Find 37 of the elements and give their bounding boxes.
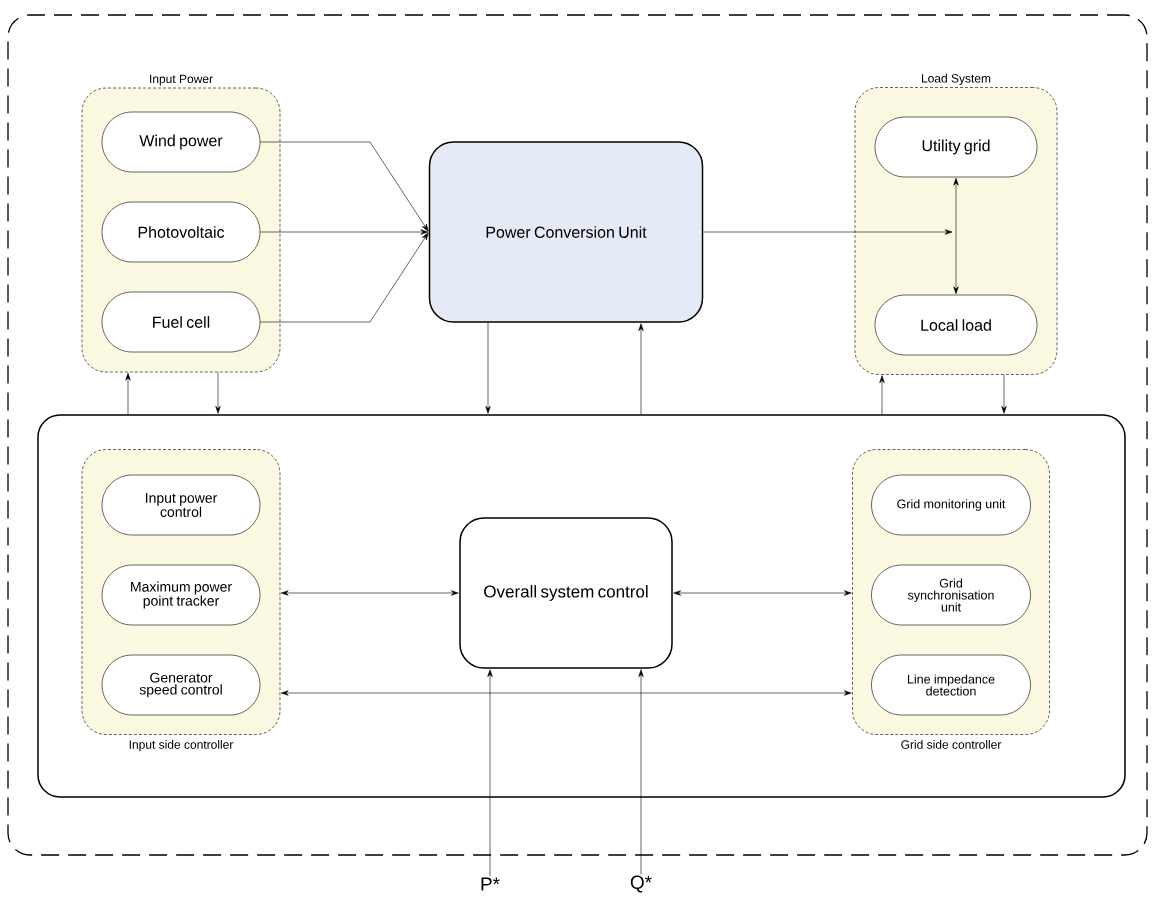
arrow (879, 375, 885, 415)
arrow (260, 232, 429, 323)
arrow (702, 229, 953, 235)
process-box: Power Conversion Unit (428, 141, 704, 323)
arrow (1001, 374, 1007, 414)
rounded-box: Wind power (101, 111, 261, 173)
arrow (280, 690, 852, 696)
rounded-box: Maximum power point tracker (101, 564, 261, 626)
rounded-box: Input power control (101, 474, 261, 536)
input-label: P* (481, 877, 500, 891)
arrow (125, 372, 131, 415)
dashed-boundary (7, 14, 1148, 856)
arrow (260, 141, 429, 232)
arrow (280, 590, 459, 596)
arrow (485, 322, 491, 414)
rounded-box: Line impedance detection (871, 654, 1031, 716)
arrow (487, 669, 493, 877)
arrow (260, 229, 429, 235)
rounded-box: Fuel cell (101, 291, 261, 353)
rounded-box: Grid monitoring unit (871, 474, 1031, 536)
group-heading: Grid side controller (901, 740, 1002, 749)
arrow (215, 372, 221, 414)
rounded-box: Grid synchronisation unit (871, 564, 1031, 626)
input-label: Q* (630, 875, 652, 893)
arrow (953, 177, 959, 295)
arrow (673, 590, 852, 596)
controller-box (37, 414, 1126, 798)
rounded-box: Utility grid (874, 116, 1038, 178)
group-heading: Load System (922, 73, 991, 85)
arrow (638, 323, 644, 415)
group-heading: Input Power (150, 74, 213, 86)
rounded-box: Local load (874, 294, 1038, 356)
group-heading: Input side controller (129, 740, 234, 752)
process-box: Overall system control (459, 517, 673, 669)
rounded-box: Photovoltaic (101, 201, 261, 263)
rounded-box: Generator speed control (101, 654, 261, 716)
arrow (638, 669, 644, 875)
